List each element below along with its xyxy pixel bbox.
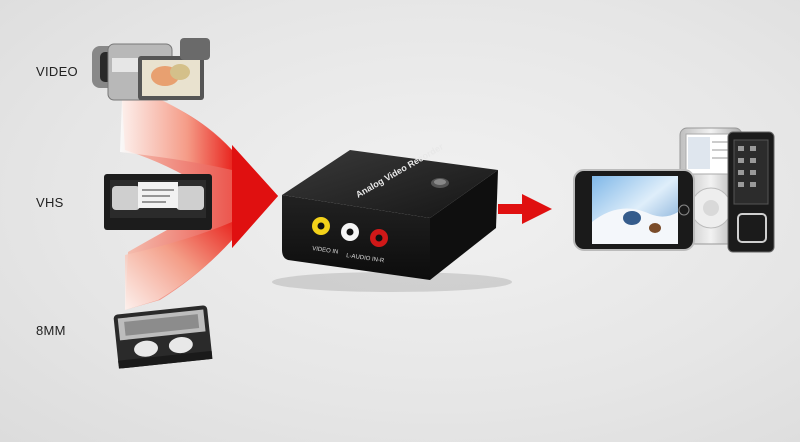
rca-jack-white (341, 223, 359, 241)
audio-in-label: L-AUDIO IN-R (346, 253, 385, 264)
vhs-tape-icon (104, 174, 212, 230)
camcorder-icon (92, 38, 210, 101)
media-players-icon (573, 127, 775, 253)
ipod-touch-icon (573, 169, 695, 251)
vhs-label: VHS (36, 195, 64, 210)
output-arrow (498, 194, 552, 224)
big-arrow-head (232, 145, 278, 248)
rca-jack-yellow (312, 217, 330, 235)
mp3-player-icon (727, 131, 775, 253)
video-in-label: VIDEO IN (312, 246, 339, 256)
video-label: VIDEO (36, 64, 78, 79)
rca-jack-red (370, 229, 388, 247)
video-recorder-device: VIDEO IN L-AUDIO IN-R Analog Video Recor… (272, 141, 512, 292)
8mm-tape-icon (113, 305, 213, 369)
8mm-label: 8MM (36, 323, 66, 338)
